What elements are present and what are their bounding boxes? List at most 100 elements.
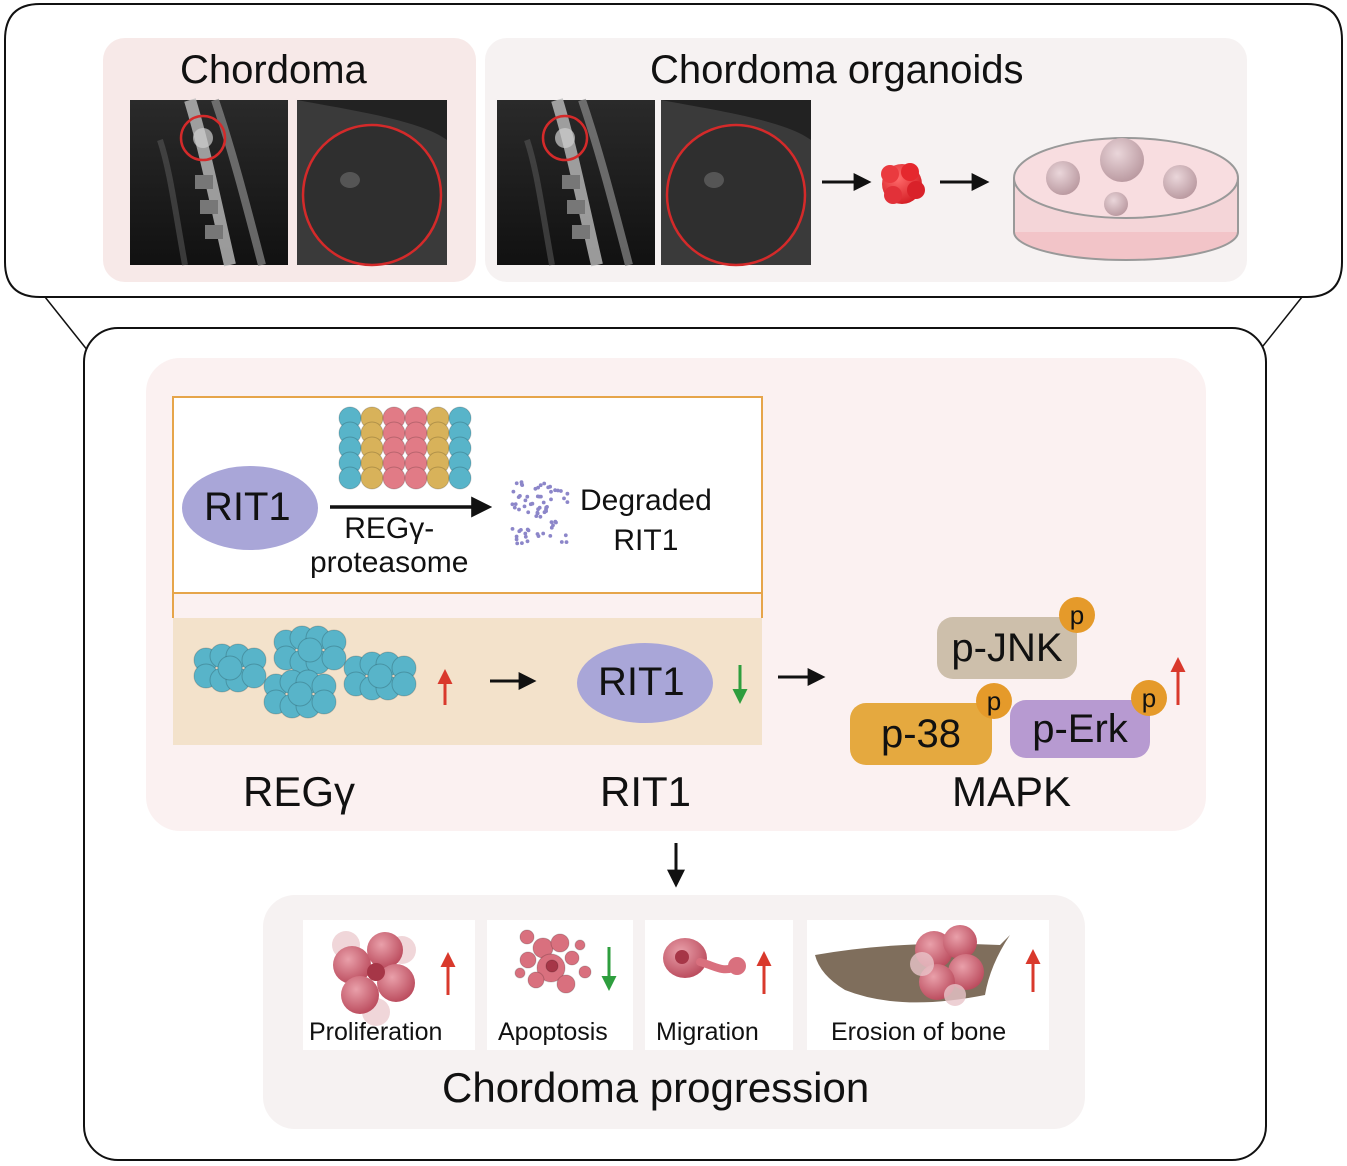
bone-erosion-icon — [815, 925, 1010, 1006]
degraded-fragment — [517, 507, 521, 512]
degraded-fragment — [546, 485, 551, 490]
degraded-fragment — [538, 483, 543, 488]
top-panel — [4, 3, 1343, 298]
degraded-fragment — [563, 533, 568, 538]
degraded-fragment — [511, 489, 516, 494]
degraded-fragment — [518, 494, 522, 498]
degraded-fragment — [510, 502, 515, 507]
migration-cell-icon — [663, 938, 746, 978]
degraded-fragment — [549, 520, 554, 524]
organoid — [1100, 138, 1144, 182]
proteasome-subunit — [382, 466, 406, 490]
regy-subunit — [391, 671, 417, 697]
proteasome-subunit — [360, 466, 384, 490]
degraded-fragment — [562, 496, 566, 501]
kinase-p-jnk: p-JNK — [937, 617, 1077, 679]
degraded-fragment — [535, 510, 540, 515]
proteasome-subunit — [404, 466, 428, 490]
regy-protein-cluster — [193, 625, 417, 719]
degraded-fragment — [520, 541, 524, 545]
mri-sagittal-image — [130, 98, 288, 267]
apoptotic-fragment — [574, 939, 586, 951]
degraded-fragment — [559, 540, 564, 544]
degraded-fragment — [523, 534, 528, 539]
degraded-fragment — [514, 534, 519, 539]
degraded-fragment — [551, 523, 555, 528]
regy-subunit — [297, 637, 323, 663]
degraded-fragment — [528, 502, 533, 507]
degraded-fragment — [526, 510, 531, 515]
apoptotic-fragment — [578, 965, 592, 979]
degraded-fragment — [548, 534, 553, 538]
kinase-p-38: p-38 — [850, 703, 992, 765]
rit1-reduced-label: RIT1 — [598, 660, 685, 704]
degraded-fragment — [559, 489, 563, 493]
rit1-protein-reduced — [577, 643, 713, 723]
kinase-p-38-label: p-38 — [880, 711, 962, 756]
degraded-fragment — [565, 500, 570, 504]
organoids-title: Chordoma organoids — [650, 48, 1024, 92]
degraded-fragment — [541, 531, 546, 536]
apoptotic-nucleus — [545, 959, 559, 973]
apoptosis-cells-icon — [514, 929, 592, 994]
degraded-fragment — [513, 502, 518, 506]
culture-dish-icon — [1013, 137, 1239, 261]
outcome-card-migration — [645, 920, 793, 1050]
degraded-fragment — [512, 505, 517, 510]
regy-subunit — [311, 689, 337, 715]
outcome-apoptosis-label: Apoptosis — [498, 1018, 608, 1046]
outcome-migration-label: Migration — [656, 1018, 759, 1046]
organoid — [1046, 161, 1080, 195]
column-label-mapk: MAPK — [952, 768, 1072, 815]
proteasome-subunit — [338, 466, 362, 490]
column-label-rit1: RIT1 — [600, 768, 692, 815]
organoid — [1163, 165, 1197, 199]
degraded-fragment — [556, 488, 560, 493]
zoom-connector-left — [44, 296, 93, 357]
degraded-fragment — [542, 481, 547, 486]
rit1-protein — [182, 466, 318, 550]
degraded-label-line-2: RIT1 — [613, 524, 679, 557]
degraded-fragment — [564, 540, 569, 544]
degradation-label-line-1: REGγ- — [344, 512, 435, 545]
outcome-proliferation-label: Proliferation — [309, 1018, 443, 1046]
degraded-fragment — [514, 481, 519, 486]
outcome-erosion-label: Erosion of bone — [831, 1018, 1007, 1046]
regy-subunit — [241, 663, 267, 689]
degraded-fragment — [523, 498, 528, 503]
progression-title: Chordoma progression — [442, 1064, 870, 1111]
apoptotic-fragment — [519, 951, 537, 969]
degraded-fragment — [510, 527, 515, 531]
proliferation-cells-icon — [332, 931, 416, 1026]
degraded-rit1-fragments — [510, 480, 570, 546]
degraded-fragment — [549, 497, 553, 502]
degraded-fragment — [515, 541, 520, 546]
degraded-fragment — [514, 537, 519, 542]
kinase-p-jnk-label: p-JNK — [951, 625, 1063, 670]
degraded-rit1-label: Degraded RIT1 — [580, 481, 712, 561]
apoptotic-fragment — [550, 933, 570, 953]
regy-subunit — [321, 645, 347, 671]
degraded-fragment — [537, 494, 542, 499]
apoptotic-fragment — [514, 967, 526, 979]
organoid — [1104, 192, 1128, 216]
degraded-fragment — [544, 509, 548, 513]
regy-subunit — [287, 681, 313, 707]
rit1-node-label: RIT1 — [204, 485, 291, 529]
regy-subunit — [217, 655, 243, 681]
mri-axial-image — [297, 100, 447, 267]
degraded-fragment — [549, 489, 553, 494]
degradation-label-line-2: proteasome — [310, 546, 469, 579]
kinase-p-erk: p-Erk — [1010, 700, 1150, 758]
regy-subunit — [367, 663, 393, 689]
kinase-p-erk-label: p-Erk — [1032, 706, 1128, 751]
degraded-label-line-1: Degraded — [580, 484, 712, 517]
degraded-fragment — [536, 534, 541, 538]
degraded-fragment — [519, 480, 524, 484]
phospho-badge-erk: p — [1131, 680, 1167, 716]
degraded-fragment — [525, 494, 530, 499]
proteasome-complex — [338, 406, 472, 490]
degraded-fragment — [537, 505, 542, 510]
degraded-fragment — [517, 529, 522, 534]
tumor-tissue-icon — [881, 163, 925, 204]
